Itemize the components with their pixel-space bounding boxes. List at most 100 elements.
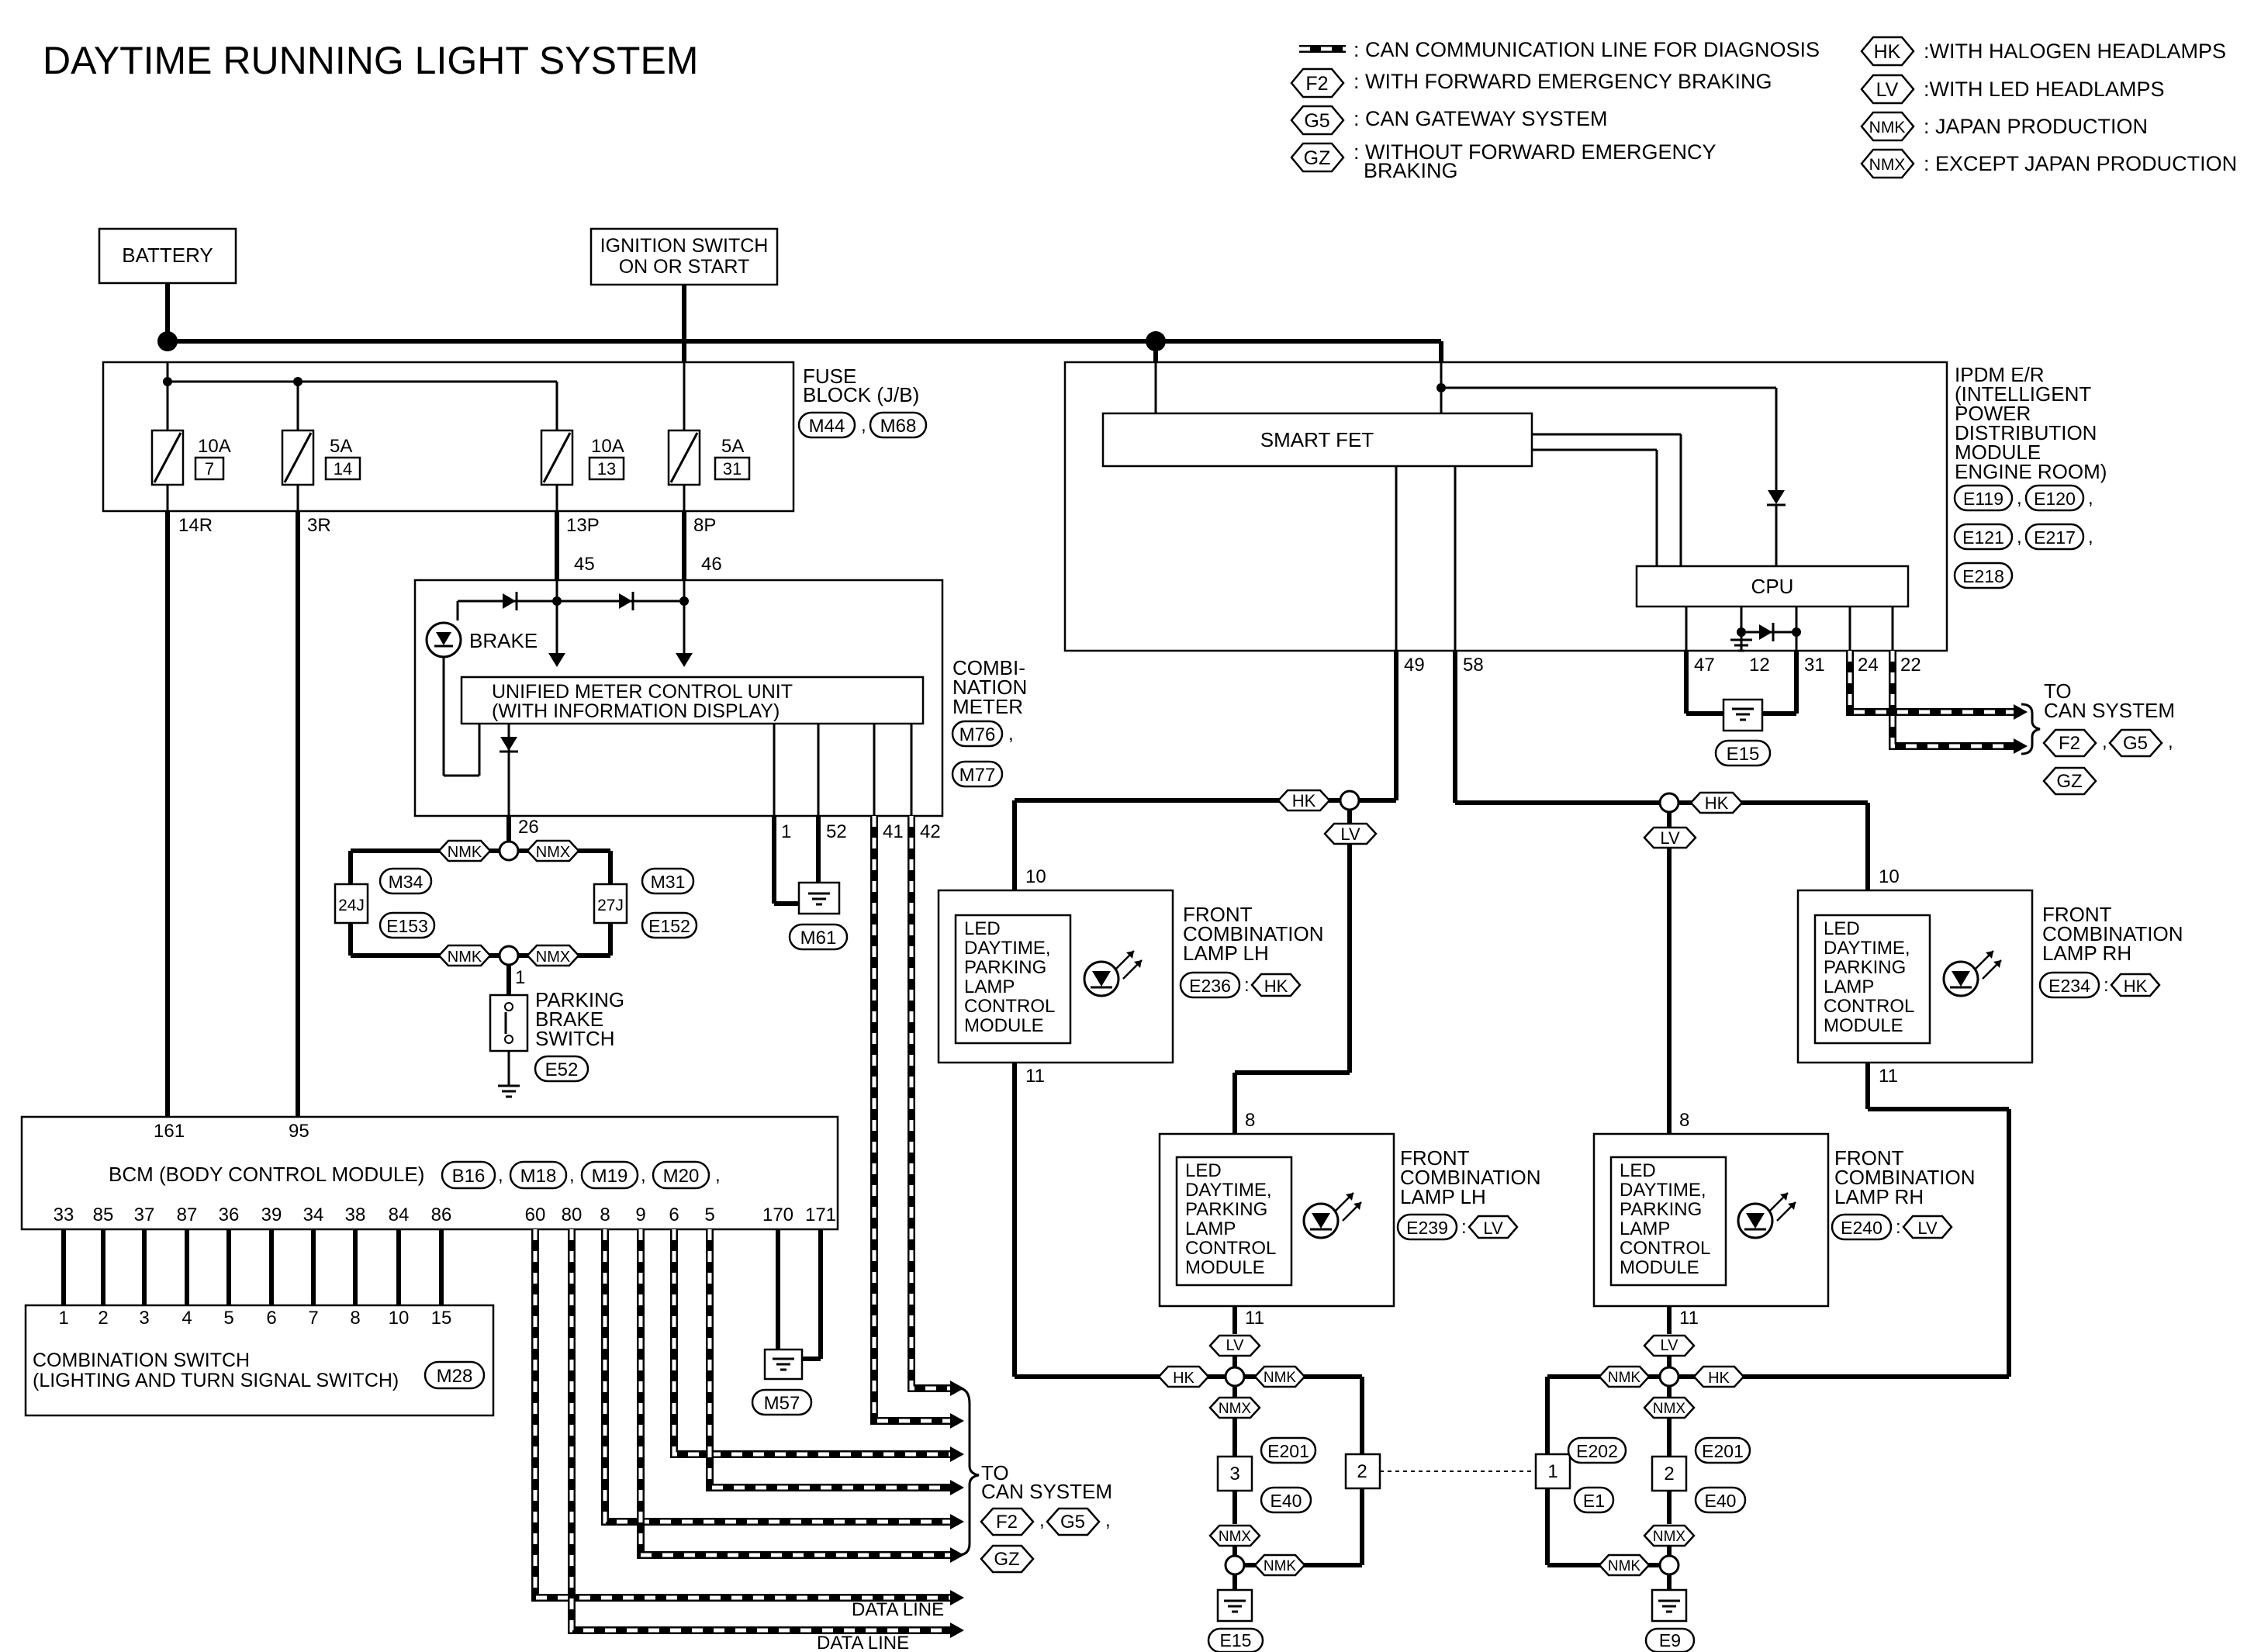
svg-text:E121: E121 [1962,527,2004,548]
legend-hk: HK :WITH HALOGEN HEADLAMPS [1860,36,2226,67]
svg-text:HK: HK [1264,976,1288,996]
svg-text:: WITH FORWARD EMERGENCY BRAKI: : WITH FORWARD EMERGENCY BRAKING [1353,70,1772,93]
svg-text:(INTELLIGENT: (INTELLIGENT [1955,382,2091,406]
svg-text:8: 8 [1679,1110,1689,1131]
svg-text:SWITCH: SWITCH [535,1027,615,1050]
svg-text:13P: 13P [566,515,600,536]
svg-text:E239: E239 [1406,1218,1448,1238]
svg-text:METER: METER [952,695,1023,718]
svg-text:BRAKING: BRAKING [1364,159,1458,182]
svg-text:NMX: NMX [1653,1401,1686,1417]
svg-text:E201: E201 [1267,1441,1309,1461]
svg-text:LAMP: LAMP [1824,976,1874,997]
svg-text:IGNITION SWITCH: IGNITION SWITCH [600,235,769,257]
svg-text:26: 26 [518,817,539,838]
svg-text:E119: E119 [1963,489,2003,509]
svg-text:7: 7 [308,1308,318,1329]
ground-m61: M61 [772,816,849,951]
bcm-bottom-pins: 33 85 37 87 36 39 34 38 84 86 60 80 8 9 … [54,1204,836,1225]
svg-text:80: 80 [562,1204,583,1225]
svg-text::: : [1244,975,1250,996]
svg-text:MODULE: MODULE [1620,1257,1699,1278]
svg-text:LAMP LH: LAMP LH [1400,1185,1486,1208]
svg-text:: JAPAN PRODUCTION: : JAPAN PRODUCTION [1924,115,2148,138]
svg-text:LV: LV [1226,1337,1245,1354]
svg-text:,: , [2088,488,2093,509]
svg-text:15: 15 [431,1308,452,1329]
combination-switch: 1 2 3 4 5 6 7 8 10 15 COMBINATION SWITCH… [24,1304,495,1417]
svg-text:49: 49 [1404,655,1425,676]
svg-text:FUSE: FUSE [803,365,856,388]
svg-text:NMK: NMK [1869,119,1906,137]
svg-text::: : [2104,975,2109,996]
svg-text:BRAKE: BRAKE [535,1007,603,1031]
svg-text:NMK: NMK [1264,1558,1297,1574]
svg-text:PARKING: PARKING [1824,957,1906,978]
legend-f2: F2 : WITH FORWARD EMERGENCY BRAKING [1290,67,1772,98]
svg-text:31: 31 [1804,655,1825,676]
svg-text:58: 58 [1463,655,1484,676]
svg-text:E40: E40 [1271,1491,1302,1511]
svg-text:,: , [2168,731,2173,752]
ipdm-pins: 49 58 47 12 31 24 22 [1404,655,1921,676]
fuse-13: 10A 13 [540,429,625,486]
svg-text:,: , [2088,527,2093,548]
svg-text:CONTROL: CONTROL [1185,1238,1276,1259]
svg-text:3: 3 [1229,1464,1239,1484]
svg-text:LAMP: LAMP [1620,1218,1670,1239]
svg-text:E9: E9 [1659,1630,1681,1650]
svg-text:M28: M28 [437,1366,473,1387]
svg-text:CONTROL: CONTROL [964,996,1055,1017]
svg-text:: CAN COMMUNICATION LINE FOR D: : CAN COMMUNICATION LINE FOR DIAGNOSIS [1353,38,1820,61]
svg-text:MODULE: MODULE [1824,1015,1903,1036]
svg-text:CAN SYSTEM: CAN SYSTEM [981,1480,1112,1503]
svg-text:LED: LED [1185,1160,1222,1181]
svg-text:E201: E201 [1702,1441,1744,1461]
svg-text:8: 8 [1245,1110,1255,1131]
hk-code-left: HK [1173,1370,1194,1387]
svg-text:LAMP RH: LAMP RH [2042,942,2131,965]
svg-text::WITH LED HEADLAMPS: :WITH LED HEADLAMPS [1924,78,2165,101]
svg-text:NMX: NMX [536,844,570,861]
svg-text:CAN SYSTEM: CAN SYSTEM [2044,699,2175,722]
svg-text:6: 6 [669,1204,679,1225]
svg-text:NMK: NMK [1264,1370,1297,1386]
svg-text:ON OR START: ON OR START [619,256,750,278]
svg-text:PARKING: PARKING [1185,1199,1267,1220]
front-combination-lamp-lh-lv: 8 LED DAYTIME, PARKING LAMP CONTROL MODU… [1158,1110,1395,1329]
svg-text:87: 87 [177,1204,198,1225]
svg-text:COMBINATION: COMBINATION [1400,1166,1541,1189]
ground-circuit-left [1012,1063,1536,1623]
svg-text:10A: 10A [198,436,231,457]
svg-text:11: 11 [1025,1066,1045,1087]
svg-text:GZ: GZ [1304,147,1331,169]
ipdm-er: SMART FET CPU [1063,361,1948,652]
svg-text:42: 42 [920,821,941,842]
legend-gz: GZ : WITHOUT FORWARD EMERGENCY BRAKING [1290,140,1716,182]
svg-text:5A: 5A [330,436,352,457]
svg-text:170: 170 [762,1204,793,1225]
svg-text:10: 10 [1025,866,1046,887]
svg-text:G5: G5 [2123,733,2148,754]
lamp-lh-lv-label: FRONT COMBINATION LAMP LH E239 : LV [1396,1146,1541,1241]
svg-text:,: , [2017,488,2022,509]
fuse-block-label: FUSE BLOCK (J/B) M44 , M68 [797,365,928,439]
svg-text:E240: E240 [1841,1218,1882,1238]
svg-text:,: , [1008,724,1014,745]
svg-text:FRONT: FRONT [1834,1146,1904,1170]
svg-text:CPU: CPU [1751,575,1794,598]
svg-text:6: 6 [266,1308,276,1329]
svg-text:24J: 24J [338,897,365,914]
svg-text:1: 1 [515,967,525,988]
legend-lv: LV :WITH LED HEADLAMPS [1860,74,2165,105]
fuse-31: 5A 31 [667,429,751,486]
svg-text:M57: M57 [764,1393,800,1414]
svg-text:14R: 14R [178,515,213,536]
svg-text:LED: LED [1620,1160,1656,1181]
page-title: DAYTIME RUNNING LIGHT SYSTEM [43,39,698,82]
svg-text:NMK: NMK [1608,1370,1641,1386]
lamp-feed-wires [1012,651,1870,1134]
lamp-rh-hk-label: FRONT COMBINATION LAMP RH E234 : HK [2038,903,2183,999]
svg-text:GZ: GZ [994,1549,1019,1570]
ground-m57: M57 [751,1229,823,1416]
